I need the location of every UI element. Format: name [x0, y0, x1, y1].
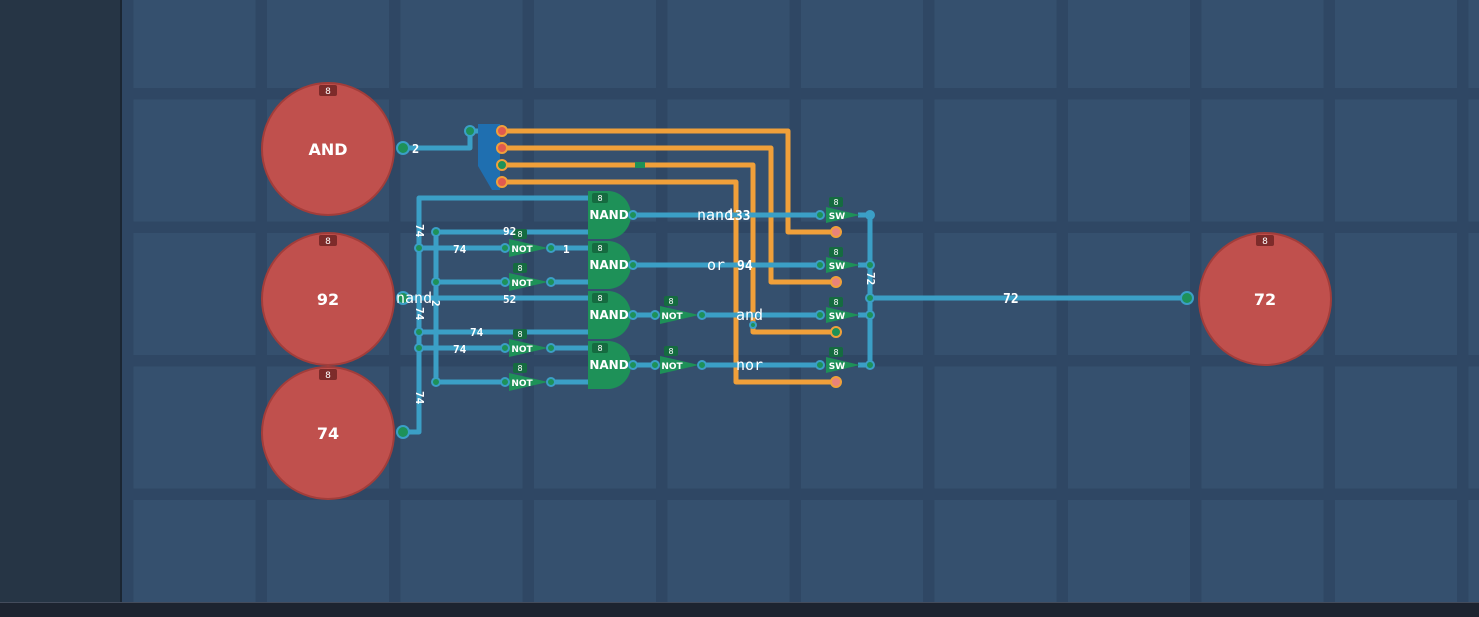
input-bits: 8	[325, 87, 331, 97]
switch-bits: 8	[833, 348, 838, 357]
switch-label: SW	[829, 362, 845, 372]
input-label: AND	[308, 140, 347, 159]
output-label: 72	[1254, 290, 1276, 309]
wire-value: 74	[470, 326, 484, 339]
wire-values: 2 74 92 74 1 52 74 74 74 2 74 133 94 72 …	[412, 142, 1019, 405]
gate-label: NAND	[589, 358, 628, 372]
wire-value: 74	[413, 391, 426, 405]
switch-bits: 8	[833, 198, 838, 207]
wire-value: 2	[412, 142, 419, 156]
circuit-canvas[interactable]: 8 AND 8 92 8 74 8 72	[122, 0, 1479, 602]
label-nand-left: nand	[396, 289, 432, 307]
wire-marker	[635, 162, 645, 168]
wire-value: 72	[864, 272, 877, 285]
gate-label: NOT	[511, 245, 533, 255]
output-node-72[interactable]: 8 72	[1180, 232, 1332, 366]
label-or: or	[707, 256, 725, 274]
gate-bits: 8	[597, 344, 602, 353]
input-bits: 8	[325, 237, 331, 247]
gate-label: NOT	[511, 279, 533, 289]
nand-gate-2[interactable]: 8 NAND	[588, 241, 638, 289]
mux-selector[interactable]	[478, 124, 500, 190]
gate-label: NOT	[511, 345, 533, 355]
label-and: and	[736, 306, 763, 324]
wire-value: 74	[413, 307, 426, 321]
input-label: 74	[317, 424, 339, 443]
wire-value: 74	[453, 243, 467, 256]
gate-label: NAND	[589, 308, 628, 322]
not-gate-5[interactable]: 8 NOT	[650, 296, 707, 324]
wire-value: 2	[429, 300, 442, 307]
switch-label: SW	[829, 312, 845, 322]
switch-2[interactable]: 8 SW	[815, 247, 875, 288]
label-nand: nand	[697, 206, 733, 224]
gate-bits: 8	[668, 347, 673, 356]
gate-bits: 8	[517, 264, 522, 273]
input-node-92[interactable]: 8 92	[261, 232, 410, 366]
gate-label: NAND	[589, 208, 628, 222]
not-gate-3[interactable]: 8 NOT	[500, 329, 556, 357]
switch-label: SW	[829, 212, 845, 222]
gate-label: NOT	[661, 312, 683, 322]
mux-pins	[464, 125, 508, 188]
gate-bits: 8	[597, 194, 602, 203]
switch-4[interactable]: 8 SW	[815, 347, 875, 388]
gate-label: NOT	[511, 379, 533, 389]
nand-gate-1[interactable]: 8 NAND	[588, 191, 638, 239]
wire-value: 52	[503, 293, 516, 306]
input-node-and[interactable]: 8 AND	[261, 82, 410, 216]
switch-bits: 8	[833, 248, 838, 257]
wire-value: 1	[563, 243, 570, 256]
gate-bits: 8	[597, 244, 602, 253]
nand-gate-4[interactable]: 8 NAND	[588, 341, 638, 389]
gate-bits: 8	[517, 230, 522, 239]
input-bits: 8	[325, 371, 331, 381]
wire-junctions	[414, 227, 757, 387]
label-nor: nor	[736, 356, 763, 374]
nand-gate-3[interactable]: 8 NAND	[588, 291, 638, 339]
wire-value: 133	[727, 209, 750, 224]
gate-bits: 8	[597, 294, 602, 303]
blue-wires	[403, 128, 1187, 435]
wire-value: 92	[503, 225, 516, 238]
not-gate-6[interactable]: 8 NOT	[650, 346, 707, 374]
wire-value: 94	[737, 259, 753, 274]
not-gate-1[interactable]: 8 NOT	[500, 229, 556, 257]
wire-value: 72	[1003, 292, 1019, 307]
gate-label: NAND	[589, 258, 628, 272]
switch-1[interactable]: 8 SW	[815, 197, 875, 238]
wire-value: 74	[413, 224, 426, 238]
switch-bits: 8	[833, 298, 838, 307]
not-gate-2[interactable]: 8 NOT	[500, 263, 556, 291]
input-label: 92	[317, 290, 339, 309]
switch-label: SW	[829, 262, 845, 272]
output-bits: 8	[1262, 237, 1268, 247]
wire-value: 74	[453, 343, 467, 356]
gate-bits: 8	[668, 297, 673, 306]
gate-bits: 8	[517, 364, 522, 373]
component-sidebar[interactable]	[0, 0, 122, 602]
switch-3[interactable]: 8 SW	[815, 297, 875, 338]
gate-label: NOT	[661, 362, 683, 372]
not-gate-4[interactable]: 8 NOT	[500, 363, 556, 391]
input-node-74[interactable]: 8 74	[261, 366, 410, 500]
bottom-toolbar[interactable]	[0, 602, 1479, 617]
row-labels: nand or and nor nand	[396, 206, 763, 374]
junction-node	[865, 293, 875, 303]
gate-bits: 8	[517, 330, 522, 339]
circuit-board: 8 AND 8 92 8 74 8 72	[122, 0, 1479, 602]
